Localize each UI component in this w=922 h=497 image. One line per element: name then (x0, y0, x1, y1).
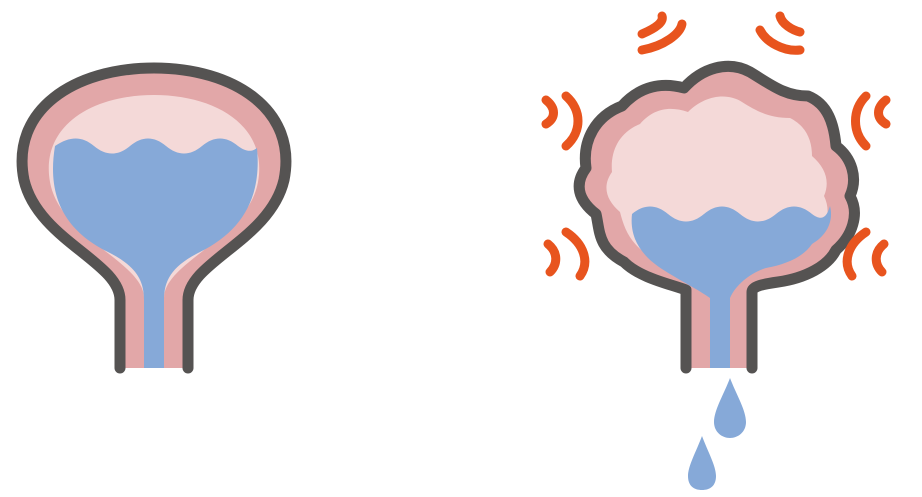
vibration-mark-bottom-right-icon (842, 227, 889, 281)
irritated-bladder-icon (541, 11, 891, 490)
leak-drops (688, 378, 746, 490)
bladder-outline (16, 62, 292, 374)
vibration-mark-left-icon (541, 91, 583, 151)
vibration-marks (541, 11, 891, 281)
drop-icon (688, 436, 716, 490)
vibration-mark-right-icon (851, 91, 891, 151)
urine-fill (631, 206, 832, 368)
vibration-mark-top-left-icon (637, 11, 687, 55)
vibration-mark-bottom-left-icon (543, 227, 590, 281)
vibration-mark-top-right-icon (755, 11, 805, 55)
bladder-outline (573, 60, 860, 374)
drop-icon (714, 378, 746, 438)
normal-bladder-icon (16, 62, 292, 374)
urine-fill (52, 138, 258, 368)
